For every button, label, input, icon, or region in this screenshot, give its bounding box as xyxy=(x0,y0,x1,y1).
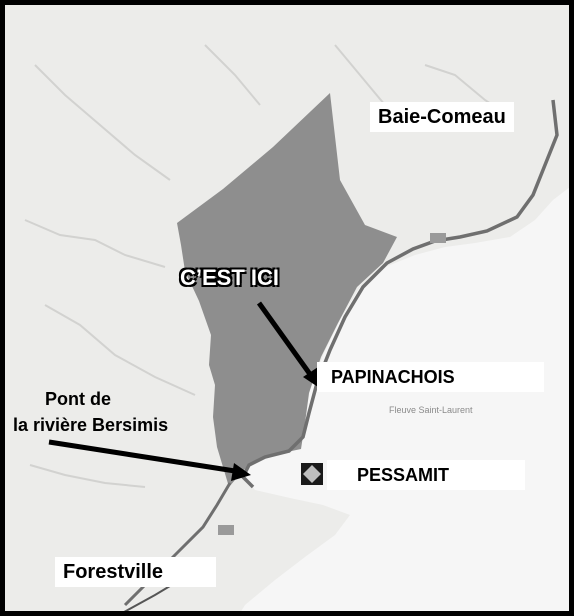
diamond-icon xyxy=(301,463,323,485)
label-pont-line1: Pont de xyxy=(45,389,111,409)
rivers xyxy=(24,44,511,488)
label-fleuve: Fleuve Saint-Laurent xyxy=(389,405,473,415)
label-baie-comeau: Baie-Comeau xyxy=(370,102,514,132)
map-canvas xyxy=(5,5,569,611)
label-pessamit: PESSAMIT xyxy=(327,460,525,490)
label-pont-line2: la rivière Bersimis xyxy=(13,415,169,435)
arrowhead xyxy=(231,463,251,481)
arrow-pont xyxy=(48,439,236,474)
territory-area xyxy=(177,93,397,487)
arrowhead xyxy=(303,367,321,389)
label-papinachois: PAPINACHOIS xyxy=(317,362,544,392)
road-shield xyxy=(218,525,234,535)
arrow-cest-ici xyxy=(256,301,315,379)
label-cest-ici: C’EST ICI xyxy=(180,265,280,290)
road-shield xyxy=(430,233,446,243)
coastal-road xyxy=(240,99,559,489)
label-forestville: Forestville xyxy=(55,557,216,587)
river-estuary xyxy=(241,187,569,611)
